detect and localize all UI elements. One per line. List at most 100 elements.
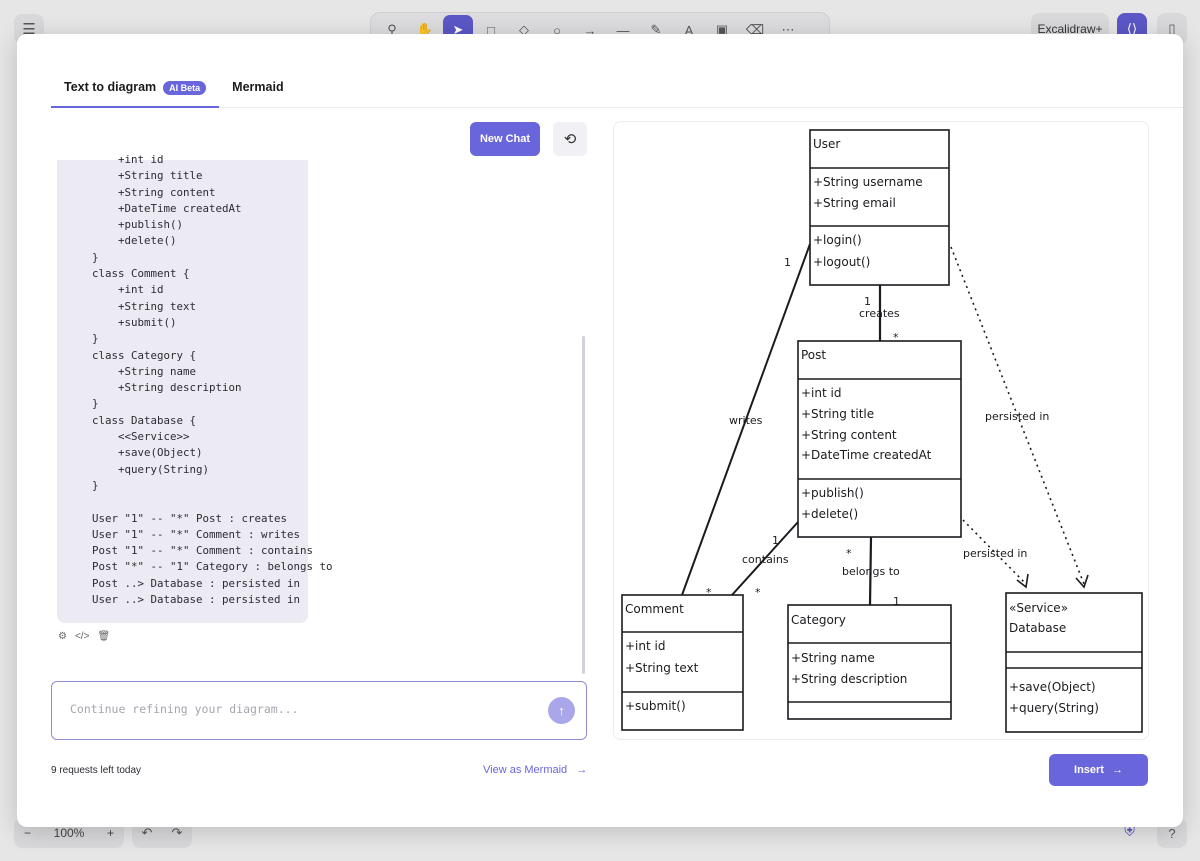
arrow-right-icon: → bbox=[1111, 764, 1123, 776]
shield-icon[interactable]: ⛨ bbox=[1124, 823, 1136, 840]
tab-mermaid[interactable]: Mermaid bbox=[219, 72, 296, 108]
more-tools-icon[interactable]: ⋯ bbox=[781, 22, 795, 37]
hand-icon[interactable]: ✋ bbox=[416, 22, 434, 37]
class-category-attr: +String description bbox=[791, 672, 907, 686]
message-actions: ⚙ </> 🗑 bbox=[58, 631, 110, 642]
multiplicity: 1 bbox=[772, 534, 779, 547]
code-line: +String title bbox=[92, 169, 203, 183]
insert-button[interactable]: Insert → bbox=[1049, 754, 1148, 786]
code-line: } bbox=[92, 332, 99, 346]
code-icon[interactable]: </> bbox=[74, 631, 90, 642]
code-line: } bbox=[92, 250, 99, 264]
text-to-diagram-dialog: Text to diagram AI Beta Mermaid New Chat… bbox=[17, 34, 1183, 827]
multiplicity: * bbox=[755, 586, 761, 599]
relation-label-persisted-in: persisted in bbox=[985, 410, 1049, 423]
relation-label-persisted-in: persisted in bbox=[963, 547, 1027, 560]
eraser-icon[interactable]: ⌫ bbox=[745, 22, 765, 37]
relation-label-belongs-to: belongs to bbox=[842, 565, 900, 578]
class-category-name: Category bbox=[791, 613, 846, 627]
trash-icon[interactable]: 🗑 bbox=[97, 631, 111, 642]
class-comment-method: +submit() bbox=[625, 699, 686, 713]
diamond-icon[interactable]: ◇ bbox=[519, 22, 529, 37]
class-post-attr: +int id bbox=[801, 386, 841, 400]
image-icon[interactable]: ▣ bbox=[715, 22, 729, 37]
code-line: class Category { bbox=[92, 348, 197, 362]
code-line: +String content bbox=[92, 185, 216, 199]
code-line: +String description bbox=[92, 381, 242, 395]
class-user-method: +logout() bbox=[813, 255, 870, 269]
class-post-method: +publish() bbox=[801, 486, 864, 500]
code-line: } bbox=[92, 397, 99, 411]
ai-beta-badge: AI Beta bbox=[163, 81, 207, 95]
class-database-box bbox=[1005, 592, 1143, 733]
class-user-attr: +String username bbox=[813, 175, 923, 189]
new-chat-button[interactable]: New Chat bbox=[470, 122, 540, 156]
code-line: <<Service>> bbox=[92, 430, 190, 444]
multiplicity: * bbox=[846, 547, 852, 560]
class-post-name: Post bbox=[801, 348, 826, 362]
class-comment-attr: +int id bbox=[625, 639, 665, 653]
class-database-method: +query(String) bbox=[1009, 701, 1099, 715]
lock-icon[interactable]: ⚲ bbox=[387, 22, 397, 37]
code-line: +String text bbox=[92, 299, 197, 313]
zoom-in-icon[interactable]: + bbox=[106, 826, 114, 840]
code-line: Post "*" -- "1" Category : belongs to bbox=[92, 560, 333, 574]
multiplicity: 1 bbox=[893, 595, 900, 608]
insert-label: Insert bbox=[1074, 764, 1104, 776]
code-line bbox=[92, 494, 308, 510]
multiplicity: 1 bbox=[864, 295, 871, 308]
prompt-input[interactable] bbox=[70, 702, 510, 716]
rectangle-icon[interactable]: □ bbox=[487, 22, 495, 38]
class-user-name: User bbox=[813, 137, 840, 151]
tab-label: Text to diagram bbox=[64, 80, 157, 94]
zoom-out-icon[interactable]: − bbox=[24, 826, 32, 840]
chat-scrollbar[interactable] bbox=[582, 336, 585, 674]
code-line: +String name bbox=[92, 364, 197, 378]
code-line: +submit() bbox=[92, 315, 177, 329]
class-user-method: +login() bbox=[813, 233, 862, 247]
relation-label-writes: writes bbox=[729, 414, 763, 427]
view-mermaid-label: View as Mermaid bbox=[483, 764, 568, 776]
mermaid-code: +int id +String title +String content +D… bbox=[57, 152, 333, 608]
code-line: +query(String) bbox=[92, 462, 210, 476]
tab-label: Mermaid bbox=[232, 80, 284, 94]
code-line: User "1" -- "*" Post : creates bbox=[92, 511, 288, 525]
redo-icon[interactable]: ↷ bbox=[171, 825, 183, 840]
arrow-icon[interactable]: → bbox=[583, 22, 597, 38]
zoom-level[interactable]: 100% bbox=[53, 826, 85, 840]
relation-label-creates: creates bbox=[859, 307, 900, 320]
code-line: Post ..> Database : persisted in bbox=[92, 576, 301, 590]
undo-icon[interactable]: ↶ bbox=[141, 825, 153, 840]
send-icon[interactable]: ↑ bbox=[548, 697, 575, 724]
diagram-canvas: User +String username +String email +log… bbox=[621, 129, 1143, 733]
view-as-mermaid-link[interactable]: View as Mermaid → bbox=[483, 764, 587, 776]
code-line: class Database { bbox=[92, 413, 197, 427]
class-category-box bbox=[787, 604, 952, 720]
ellipse-icon[interactable]: ○ bbox=[553, 22, 561, 38]
requests-left: 9 requests left today bbox=[51, 765, 142, 776]
code-line: Post "1" -- "*" Comment : contains bbox=[92, 544, 314, 558]
multiplicity: * bbox=[893, 331, 899, 344]
class-post-attr: +String title bbox=[801, 407, 874, 421]
code-line: +publish() bbox=[92, 218, 184, 232]
apply-icon[interactable]: ⚙ bbox=[58, 631, 67, 642]
pencil-icon[interactable]: ✎ bbox=[650, 22, 662, 37]
dialog-tabs: Text to diagram AI Beta Mermaid bbox=[51, 72, 1183, 108]
tab-text-to-diagram[interactable]: Text to diagram AI Beta bbox=[51, 72, 220, 108]
line-icon[interactable]: — bbox=[616, 22, 630, 38]
code-line: +int id bbox=[92, 153, 164, 166]
text-icon[interactable]: A bbox=[684, 22, 694, 38]
code-line: +DateTime createdAt bbox=[92, 201, 242, 215]
class-category-attr: +String name bbox=[791, 651, 875, 665]
class-database-name: Database bbox=[1009, 621, 1066, 635]
relation-label-contains: contains bbox=[742, 553, 789, 566]
class-post-attr: +DateTime createdAt bbox=[801, 448, 932, 462]
chat-message: +int id +String title +String content +D… bbox=[57, 153, 333, 623]
code-line: } bbox=[92, 478, 99, 492]
code-line: +save(Object) bbox=[92, 446, 203, 460]
code-line: User "1" -- "*" Comment : writes bbox=[92, 527, 301, 541]
class-database-stereotype: «Service» bbox=[1009, 601, 1068, 615]
class-user-attr: +String email bbox=[813, 196, 896, 210]
class-comment-attr: +String text bbox=[625, 661, 699, 675]
history-icon[interactable]: ⟲ bbox=[553, 122, 587, 156]
